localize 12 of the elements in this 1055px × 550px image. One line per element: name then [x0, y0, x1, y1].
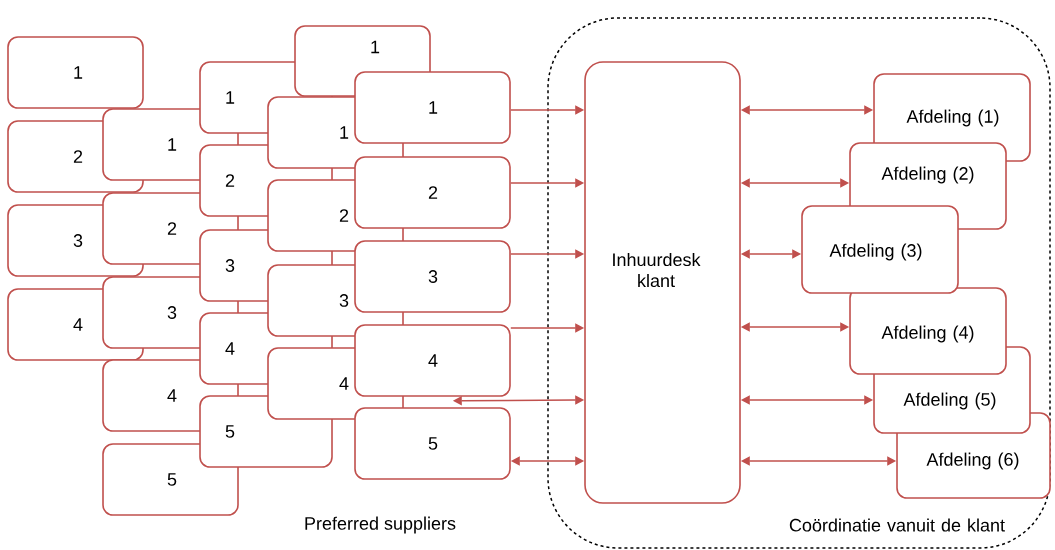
node-label: Afdeling (6)	[926, 452, 1019, 470]
process-box: Inhuurdesk klant	[584, 61, 741, 504]
box: 2	[354, 156, 511, 229]
box: 1	[354, 71, 511, 144]
box: 3	[354, 240, 511, 313]
box: 1	[7, 36, 144, 109]
box: 5	[102, 443, 239, 516]
caption-text: Preferred suppliers	[305, 516, 456, 534]
box: Afdeling (3)	[801, 205, 959, 294]
box: 4	[354, 324, 511, 397]
box: Afdeling (4)	[849, 287, 1007, 375]
box: 5	[354, 407, 511, 480]
